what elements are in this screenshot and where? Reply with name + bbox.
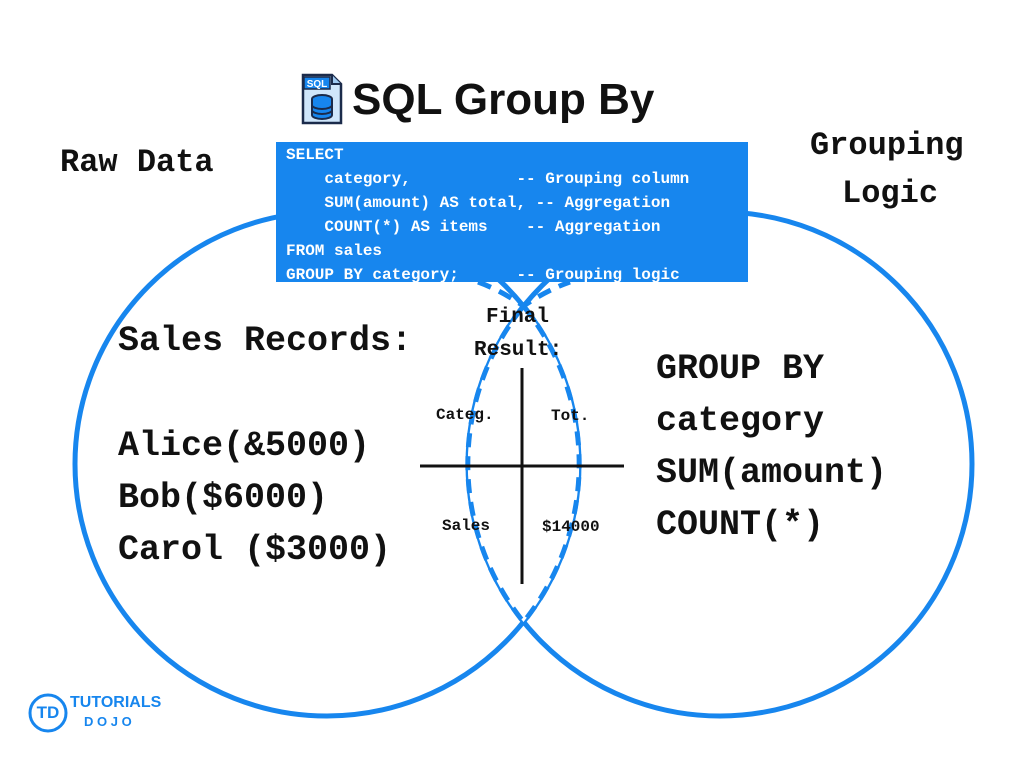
- raw-data-label: Raw Data: [60, 144, 214, 181]
- final-result-heading-line2: Result:: [474, 339, 563, 362]
- code-line: SUM(amount) AS total, -- Aggregation: [286, 194, 671, 212]
- sales-record-item: Bob($6000): [118, 478, 329, 518]
- grouping-logic-line: GROUP BY: [656, 349, 825, 389]
- intersection-top-dashes: [477, 279, 571, 310]
- result-cell-total: $14000: [542, 518, 600, 536]
- logo-text-line2: D O J O: [84, 714, 132, 729]
- grouping-logic-label-line2: Logic: [842, 175, 939, 212]
- code-line: FROM sales: [286, 242, 383, 260]
- result-header-category: Categ.: [436, 406, 494, 424]
- result-header-total: Tot.: [551, 407, 590, 425]
- grouping-logic-label-line1: Grouping: [810, 127, 964, 164]
- sales-records-heading: Sales Records:: [118, 321, 413, 361]
- code-line: GROUP BY category; -- Grouping logic: [286, 266, 680, 284]
- sales-record-item: Alice(&5000): [118, 426, 371, 466]
- code-line: SELECT: [286, 146, 344, 164]
- sales-record-item: Carol ($3000): [118, 530, 392, 570]
- logo-text-line1: TUTORIALS: [70, 694, 162, 711]
- tutorials-dojo-logo: TD TUTORIALS D O J O: [28, 692, 168, 736]
- logo-circle: [28, 693, 68, 733]
- grouping-logic-line: SUM(amount): [656, 453, 888, 493]
- sql-database-file-icon: SQL: [300, 73, 344, 125]
- grouping-logic-line: COUNT(*): [656, 505, 825, 545]
- result-cell-category: Sales: [442, 517, 491, 535]
- final-result-heading-line1: Final: [486, 306, 550, 329]
- sql-code-block: SELECT category, -- Grouping column SUM(…: [276, 142, 748, 284]
- grouping-logic-line: category: [656, 401, 825, 441]
- sql-icon-text: SQL: [307, 79, 328, 90]
- code-line: category, -- Grouping column: [286, 170, 690, 188]
- page-title: SQL Group By: [352, 75, 655, 124]
- logo-mark: TD: [36, 703, 60, 722]
- code-line: COUNT(*) AS items -- Aggregation: [286, 218, 661, 236]
